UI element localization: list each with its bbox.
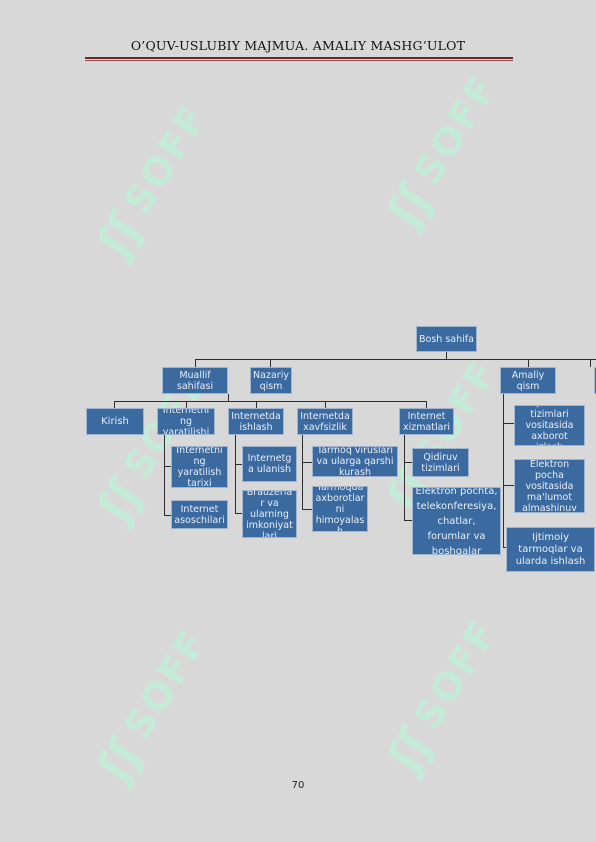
connector (404, 462, 412, 463)
connector (446, 352, 447, 360)
connector (235, 464, 242, 465)
connector (503, 485, 514, 486)
node-internetda-xavfsizlik: Internetda xavfsizlik (297, 408, 353, 435)
connector (195, 359, 196, 367)
node-yaratilish-tarixi: Internetning yaratilish tarixi (171, 446, 228, 488)
connector (590, 359, 591, 367)
connector (256, 401, 257, 408)
connector (164, 466, 171, 467)
node-qidiruv-tizimlari: Qidiruv tizimlari (412, 448, 469, 477)
connector (528, 359, 529, 367)
node-bosh-sahifa: Bosh sahifa (416, 326, 477, 352)
node-internetga-ulanish: Internetga ulanish (242, 446, 297, 482)
node-internetning-yaratilishi: Internetning yaratilishi (157, 408, 215, 435)
connector (270, 359, 271, 367)
node-kirish: Kirish (86, 408, 144, 435)
connector (195, 359, 596, 360)
node-internetda-ishlash: Internetda ishlash (228, 408, 284, 435)
connector (302, 435, 303, 510)
connector (186, 401, 187, 408)
connector (114, 401, 427, 402)
node-ijtimoiy-tarmoqlar: Ijtimoiy tarmoqlar va ularda ishlash (506, 527, 595, 572)
header-rule-thin (85, 60, 513, 61)
connector (404, 520, 412, 521)
node-amaliy-qism: Amaliy qism (500, 367, 556, 394)
header-title: O’QUV-USLUBIY MAJMUA. AMALIY MASHG’ULOT (130, 38, 466, 53)
node-amaliy-qidiruv: Qidiruv tizimlari vositasida axborot izl… (514, 405, 585, 446)
node-amaliy-pochta: Elektron pocha vositasida ma'lumot almas… (514, 459, 585, 513)
connector (302, 509, 312, 510)
node-nazariy-qism: Nazariy qism (250, 367, 292, 394)
node-muallif-sahifasi: Muallif sahifasi (162, 367, 228, 394)
connector (325, 401, 326, 408)
node-axborotlarni-himoyalash: Tarmoqda axborotlarni himoyalash (312, 486, 368, 532)
connector (164, 435, 165, 516)
connector (503, 394, 504, 548)
header-rule (85, 57, 513, 59)
connector (426, 401, 427, 408)
node-brauzerlar: Brauzerlar va ularning imkoniyatlari (242, 490, 297, 538)
node-internet-xizmatlari: Internet xizmatlari (399, 408, 454, 435)
connector (302, 462, 312, 463)
connector (235, 513, 242, 514)
connector (404, 435, 405, 521)
connector (503, 423, 514, 424)
connector (235, 435, 236, 514)
node-tarmoq-viruslari: Tarmoq viruslari va ularga qarshi kurash (312, 446, 398, 477)
node-cut-off (594, 367, 596, 394)
page-number: 70 (291, 780, 305, 791)
connector (228, 394, 229, 402)
connector (164, 515, 171, 516)
node-elektron-pochta: Elektron pochta, telekonferesiya, chatla… (412, 487, 501, 555)
connector (114, 401, 115, 408)
node-internet-asoschilari: Internet asoschilari (171, 500, 228, 529)
